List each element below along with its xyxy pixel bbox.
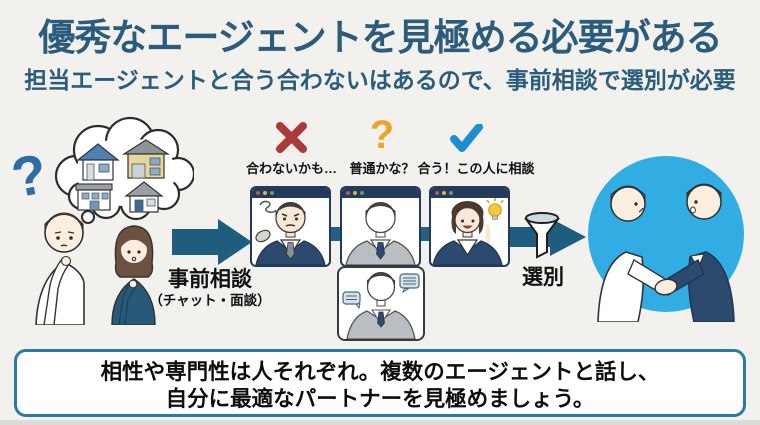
- thinking-couple-illustration: [35, 212, 156, 325]
- window-dot-yellow-icon: [263, 191, 267, 195]
- house-apartment-icon: [75, 183, 113, 211]
- summary-note-box: 相性や専門性は人それぞれ。複数のエージェントと話し、 自分に最適なパートナーを見…: [14, 349, 746, 417]
- chat-window: [337, 266, 425, 341]
- speech-bubble-icon: [342, 291, 361, 310]
- step-select-label: 選別: [522, 266, 564, 289]
- window-dot-yellow-icon: [353, 191, 357, 195]
- note-line1: 相性や専門性は人それぞれ。複数のエージェントと話し、: [100, 360, 660, 384]
- page-subtitle: 担当エージェントと合う合わないはあるので、事前相談で選別が必要: [24, 67, 736, 93]
- note-line2: 自分に最適なパートナーを見極めましょう。: [165, 387, 595, 411]
- step-consult-sublabel: （チャット・面談）: [149, 293, 271, 308]
- cross-icon: [276, 122, 307, 153]
- agent-neutral-illustration: [345, 202, 416, 265]
- window-dot-red-icon: [256, 191, 260, 195]
- window-dot-red-icon: [346, 191, 350, 195]
- window-titlebar: [431, 188, 508, 198]
- house-yellow-icon: [121, 139, 171, 179]
- agent-chat-illustration: [342, 272, 420, 339]
- window-titlebar: [342, 188, 419, 198]
- speech-bubble-icon: [399, 273, 420, 294]
- step-consult-label: 事前相談: [168, 268, 252, 291]
- house-blue-roof-icon: [76, 143, 120, 181]
- question-icon: ?: [369, 113, 395, 157]
- video-call-window-good: [429, 186, 510, 267]
- window-titlebar: [252, 188, 329, 198]
- candidate-label-good: 合う！この人に相談: [417, 161, 535, 176]
- window-dot-red-icon: [435, 191, 439, 195]
- bottom-edge-strip: [0, 420, 760, 425]
- window-dot-green-icon: [449, 191, 453, 195]
- lightbulb-icon: [486, 198, 504, 220]
- thought-bubble-houses-illustration: [54, 116, 194, 233]
- window-dot-green-icon: [360, 191, 364, 195]
- agent-good-illustration: [432, 198, 504, 265]
- candidate-label-neutral: 普通かな？: [349, 161, 415, 176]
- check-icon: [450, 124, 483, 152]
- funnel-arrow-icon: [506, 212, 586, 259]
- window-dot-yellow-icon: [442, 191, 446, 195]
- video-call-window-bad: [250, 186, 331, 267]
- video-call-window-neutral: [340, 186, 421, 267]
- candidate-label-bad: 合わないかも…: [246, 161, 338, 176]
- window-dot-green-icon: [270, 191, 274, 195]
- house-gray-roof-icon: [124, 181, 164, 213]
- agent-annoyed-illustration: [255, 200, 326, 265]
- page-title: 優秀なエージェントを見極める必要がある: [38, 17, 722, 58]
- arrow-right-icon: [172, 219, 252, 265]
- handshake-illustration: [588, 156, 744, 322]
- funnel-icon: [524, 212, 560, 259]
